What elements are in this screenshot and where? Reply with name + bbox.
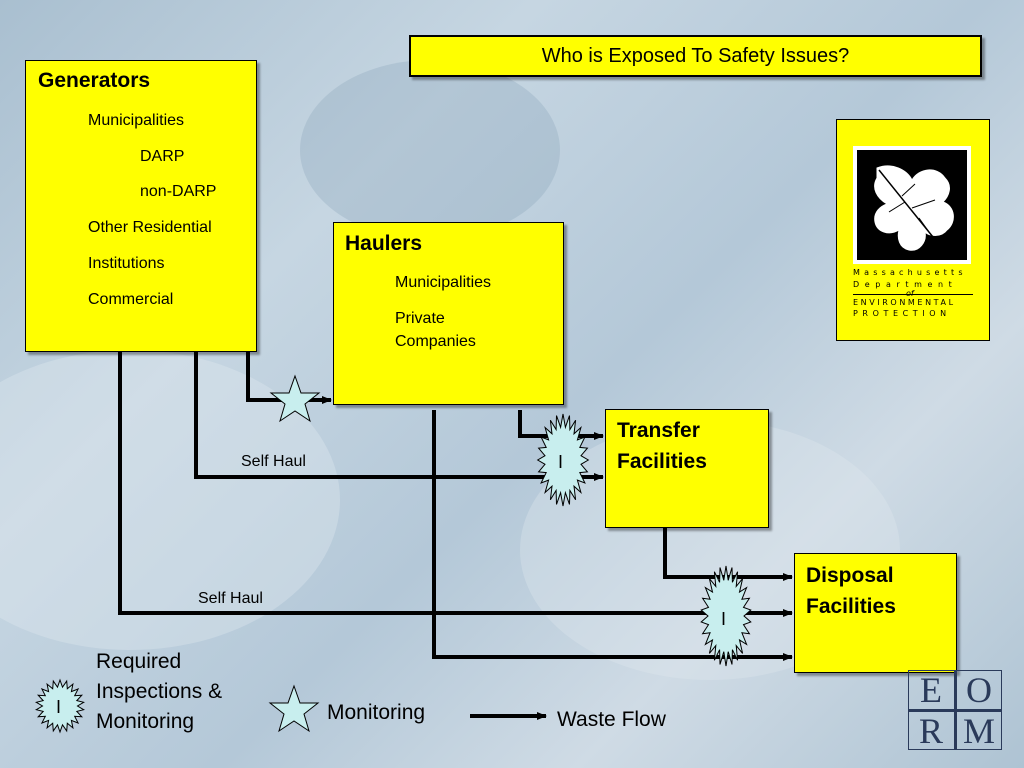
legend-waste-flow-label: Waste Flow <box>557 708 666 731</box>
haulers-item-companies: Companies <box>395 333 476 350</box>
oak-leaf-icon <box>874 165 954 251</box>
legend-monitoring-label: Monitoring <box>327 701 426 724</box>
self-haul-label-transfer: Self Haul <box>241 453 306 470</box>
legend-inspection-marker: I <box>56 697 62 717</box>
haulers-item-municipalities: Municipalities <box>395 274 492 291</box>
legend-star-icon <box>268 684 320 733</box>
logo-text-line3: of <box>906 289 914 298</box>
massdep-logo: Massachusetts Department of ENVIRONMENTA… <box>836 119 990 341</box>
generators-item-institutions: Institutions <box>88 255 165 272</box>
inspection-marker-transfer: I <box>558 452 564 472</box>
transfer-heading-line1: Transfer <box>617 419 700 442</box>
logo-text-line1: Massachusetts <box>853 268 967 277</box>
flow-arrow-self-haul-to-disposal <box>118 352 793 617</box>
eorm-letter-o: O <box>966 670 992 710</box>
legend-inspection-starburst-icon <box>34 678 86 734</box>
haulers-box: Haulers Municipalities Private Companies <box>333 222 564 405</box>
logo-text-line2: Department <box>853 280 958 289</box>
eorm-letter-m: M <box>962 711 995 751</box>
legend-inspection-line3: Monitoring <box>96 710 195 733</box>
inspection-starburst-icon <box>700 565 752 667</box>
eorm-logo: E O R M <box>908 670 1004 752</box>
flow-arrow-self-haul-to-transfer <box>194 352 604 481</box>
haulers-item-private: Private <box>395 310 445 327</box>
generators-item-municipalities: Municipalities <box>88 112 185 129</box>
haulers-heading: Haulers <box>345 232 423 255</box>
generators-item-darp: DARP <box>140 148 185 165</box>
background-shape <box>300 60 560 240</box>
monitoring-star-icon <box>269 374 321 423</box>
inspection-marker-disposal: I <box>721 609 727 629</box>
eorm-letter-e: E <box>920 670 942 710</box>
generators-heading: Generators <box>38 69 151 92</box>
transfer-heading-line2: Facilities <box>617 450 707 473</box>
starburst-shape <box>536 413 590 507</box>
disposal-heading-line1: Disposal <box>806 564 894 587</box>
logo-text-line4: ENVIRONMENTAL <box>853 298 956 307</box>
logo-text-line5: PROTECTION <box>853 309 951 318</box>
disposal-heading-line2: Facilities <box>806 595 896 618</box>
eorm-cross-v <box>954 670 957 750</box>
starburst-shape <box>34 678 86 734</box>
generators-item-commercial: Commercial <box>88 291 174 308</box>
starburst-shape <box>700 565 752 667</box>
flow-arrow-haulers-to-disposal <box>432 410 793 661</box>
generators-item-other-residential: Other Residential <box>88 219 212 236</box>
disposal-facilities-box: Disposal Facilities <box>794 553 957 673</box>
flow-arrow-transfer-to-disposal <box>663 528 793 581</box>
legend-inspection-line1: Required <box>96 650 182 673</box>
legend-inspection-line2: Inspections & <box>96 680 223 703</box>
slide-title: Who is Exposed To Safety Issues? <box>409 35 982 77</box>
eorm-letter-r: R <box>918 711 943 751</box>
inspection-starburst-icon <box>536 413 590 507</box>
generators-item-non-darp: non-DARP <box>140 183 217 200</box>
transfer-facilities-box: Transfer Facilities <box>605 409 769 528</box>
generators-box: Generators Municipalities DARP non-DARP … <box>25 60 257 352</box>
logo-divider <box>853 294 973 295</box>
self-haul-label-disposal: Self Haul <box>198 590 263 607</box>
